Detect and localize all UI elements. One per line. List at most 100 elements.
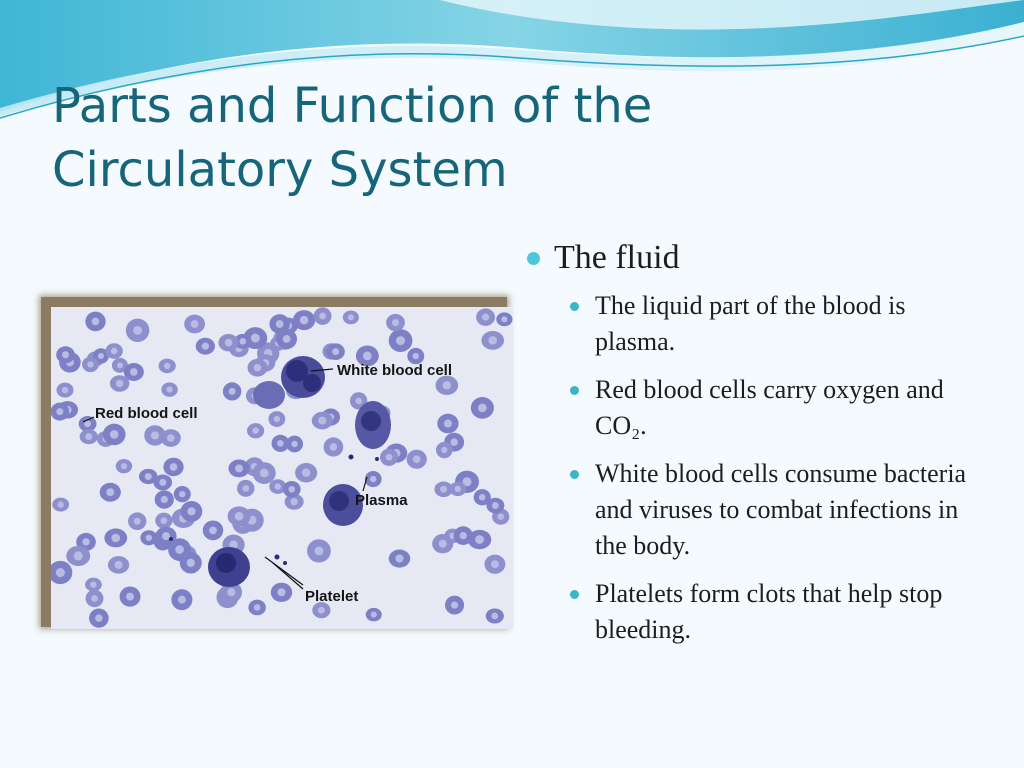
red-blood-cell-center	[385, 453, 393, 461]
red-blood-cell-center	[282, 335, 291, 343]
red-blood-cell-center	[84, 420, 91, 428]
red-blood-cell-center	[144, 472, 152, 480]
red-blood-cell-center	[175, 545, 184, 554]
red-blood-cell-center	[288, 485, 296, 493]
red-blood-cell-center	[186, 558, 195, 568]
content-area: The fluid The liquid part of the blood i…	[522, 236, 992, 660]
label-platelet: Platelet	[305, 588, 358, 605]
red-blood-cell-center	[111, 533, 121, 543]
red-blood-cell-center	[126, 592, 135, 601]
sub-bullet-list: The liquid part of the blood is plasma. …	[522, 288, 992, 648]
red-blood-cell-center	[319, 312, 326, 320]
red-blood-cell-center	[160, 517, 168, 524]
red-blood-cell-center	[277, 439, 284, 447]
red-blood-cell-center	[114, 560, 123, 569]
red-blood-cell-center	[115, 379, 124, 388]
red-blood-cell-center	[169, 463, 178, 471]
red-blood-cell-center	[87, 361, 94, 368]
red-blood-cell-center	[488, 336, 498, 345]
sub-bullet-text: Red blood cells carry oxygen and CO₂.	[595, 375, 944, 440]
red-blood-cell-center	[129, 368, 138, 376]
red-blood-cell-center	[145, 534, 153, 541]
red-blood-cell-center	[450, 438, 458, 446]
red-blood-cell-center	[159, 478, 167, 486]
red-blood-cell-center	[190, 320, 199, 328]
main-bullet-text: The fluid	[554, 239, 680, 276]
red-blood-cell-center	[57, 501, 64, 508]
red-blood-cell-center	[442, 381, 452, 390]
red-blood-cell-center	[355, 397, 362, 405]
red-blood-cell-center	[227, 588, 236, 597]
red-blood-cell-center	[110, 347, 118, 355]
red-blood-cell-center	[56, 408, 64, 416]
white-blood-cells	[208, 356, 391, 587]
red-blood-cell-center	[252, 427, 259, 435]
red-blood-cell-center	[490, 560, 499, 569]
red-blood-cell-center	[133, 517, 141, 525]
red-blood-cell-center	[317, 606, 325, 614]
red-blood-cell-center	[459, 531, 467, 540]
red-blood-cell-center	[391, 319, 400, 327]
sub-bullet-item: Red blood cells carry oxygen and CO₂.	[522, 372, 992, 444]
label-white-blood-cell: White blood cell	[337, 362, 452, 379]
red-blood-cell-center	[253, 604, 261, 611]
red-blood-cell-center	[454, 485, 461, 493]
red-blood-cell-center	[91, 317, 100, 326]
red-blood-cell-center	[242, 485, 250, 492]
red-blood-cell-center	[224, 338, 233, 347]
red-blood-cell-center	[166, 386, 173, 393]
label-plasma: Plasma	[355, 492, 408, 509]
figure-label-lines	[82, 368, 368, 590]
bullet-dot-icon	[570, 470, 579, 479]
red-blood-cell-center	[274, 483, 281, 490]
label-red-blood-cell: Red blood cell	[95, 405, 198, 422]
red-blood-cell-center	[491, 502, 499, 509]
red-blood-cell-center	[150, 431, 160, 440]
sub-bullet-text: White blood cells consume bacteria and v…	[595, 459, 967, 560]
red-blood-cell-center	[235, 464, 244, 473]
red-blood-cell-center	[314, 546, 324, 556]
red-blood-cell-center	[120, 463, 128, 470]
red-blood-cell-center	[109, 430, 119, 439]
red-blood-cell-center	[450, 601, 459, 609]
red-blood-cell-center	[481, 313, 490, 321]
red-blood-cell-center	[370, 611, 377, 618]
red-blood-cell-center	[55, 567, 65, 578]
red-blood-cell-center	[253, 363, 262, 372]
red-blood-cell-center	[273, 415, 281, 423]
red-blood-cell-center	[412, 352, 419, 360]
red-blood-cell-center	[395, 554, 404, 563]
red-blood-cell-center	[491, 612, 499, 620]
bullet-dot-icon	[570, 386, 579, 395]
red-blood-cell-center	[95, 614, 103, 622]
red-blood-cell-center	[501, 316, 508, 323]
red-blood-cell-center	[90, 581, 97, 588]
red-blood-cell-center	[290, 498, 298, 506]
red-blood-cell-center	[275, 320, 284, 328]
bullet-dot-icon	[527, 252, 540, 265]
red-blood-cell-center	[61, 386, 69, 394]
platelets	[169, 454, 379, 565]
slide-title-line-1: Parts and Function of the	[52, 78, 653, 134]
red-blood-cell-center	[318, 416, 327, 425]
red-blood-cell-center	[162, 532, 171, 541]
red-blood-cell-center	[438, 539, 447, 548]
red-blood-cell-center	[228, 387, 236, 395]
red-blood-cell-center	[187, 507, 196, 516]
red-blood-cell-center	[82, 538, 90, 546]
slide-title: Parts and Function of the Circulatory Sy…	[52, 74, 772, 202]
red-blood-cell-center	[166, 434, 175, 442]
red-blood-cell-center	[291, 440, 298, 448]
red-blood-cell-center	[412, 455, 421, 464]
red-blood-cell-center	[301, 468, 311, 477]
bullet-dot-icon	[570, 302, 579, 311]
red-blood-cell-center	[209, 526, 217, 535]
red-blood-cell-center	[329, 443, 338, 451]
red-blood-cell-center	[177, 595, 186, 604]
main-bullet: The fluid	[522, 236, 992, 280]
red-blood-cell-center	[73, 551, 83, 561]
slide-title-line-2: Circulatory System	[52, 142, 508, 198]
sub-bullet-text: The liquid part of the blood is plasma.	[595, 291, 906, 356]
red-blood-cell-center	[332, 348, 340, 356]
red-blood-cell-center	[61, 351, 70, 359]
